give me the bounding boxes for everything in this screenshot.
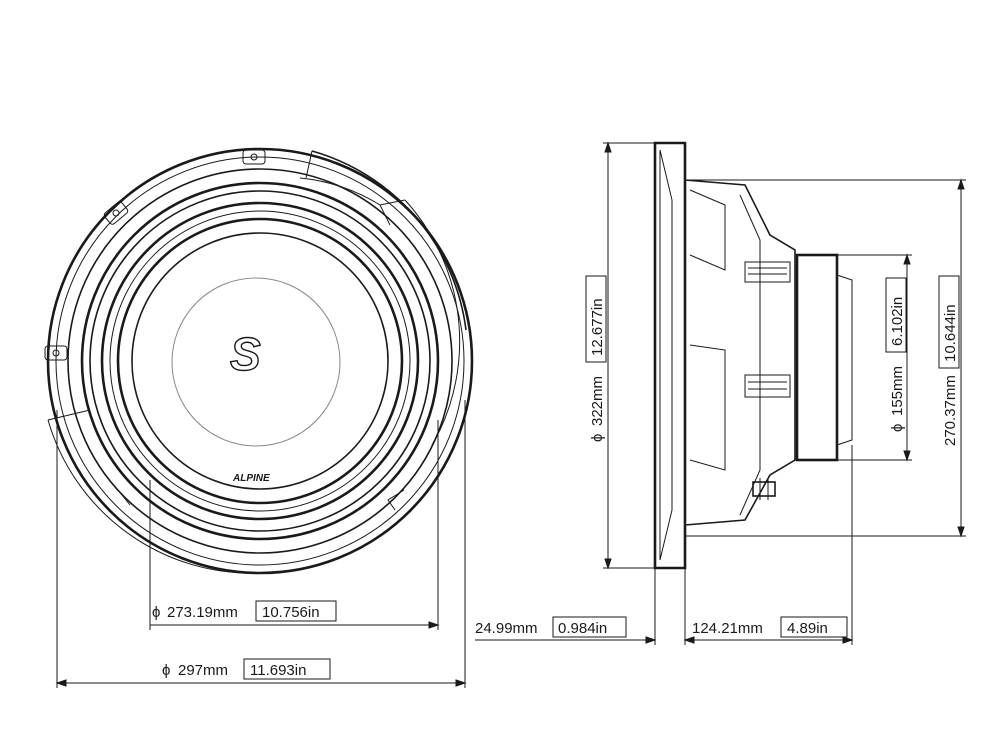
dim-inch: 11.693in [250,662,306,679]
dim-label-273: ϕ 273.19mm 10.756in [152,600,337,622]
dimension-lines [55,141,966,688]
dim-inch: 12.677in [589,298,606,356]
mount-tab-left [44,345,68,361]
s-logo: S [230,328,261,380]
dim-mm: 270.37mm [942,375,959,446]
mount-tab-left-top [103,201,129,225]
brand-logo: ALPINE [232,473,270,484]
dim-mm: 24.99mm [475,620,538,637]
dim-inch: 4.89in [787,620,828,637]
ventilation-slot-bottom [744,374,791,398]
dim-mm: 273.19mm [167,604,238,621]
terminal [752,481,776,497]
dim-inch: 10.756in [262,604,320,621]
dim-label-297: ϕ 297mm 11.693in [162,658,331,680]
dim-label-270: 270.37mm 10.644in [938,275,960,446]
ventilation-slot-top [744,261,791,283]
dim-mm: 124.21mm [692,620,763,637]
cone [131,232,389,490]
dim-label-depth-motor: 124.21mm 4.89in [692,616,848,638]
surround-ring [80,181,440,541]
basket [684,179,796,526]
front-view: S ALPINE [44,147,474,575]
dim-label-322: ϕ 322mm 12.677in [585,275,607,442]
dim-mm: 155mm [889,366,906,416]
dim-label-depth-mount: 24.99mm 0.984in [475,616,627,638]
dim-mm: 322mm [589,376,606,426]
dim-inch: 10.644in [942,304,959,362]
dim-inch: 6.102in [889,297,906,346]
dim-mm: 297mm [178,662,228,679]
diameter-symbol: ϕ [589,434,606,442]
trim-overlay [311,150,467,331]
diameter-symbol: ϕ [162,662,170,679]
dust-cap [171,277,341,447]
diameter-symbol: ϕ [889,424,906,432]
side-view [653,141,853,570]
magnet [795,253,839,462]
mount-tab-top [242,149,266,165]
dim-inch: 0.984in [558,620,607,637]
diameter-symbol: ϕ [152,604,160,621]
dim-label-155: ϕ 155mm 6.102in [885,277,907,432]
